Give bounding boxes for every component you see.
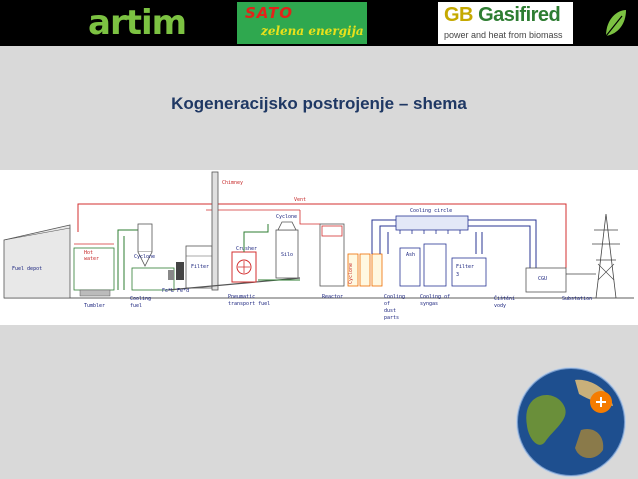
filter-1: Filter — [186, 246, 212, 288]
gb-logo-initials: GB — [444, 4, 473, 26]
gb-gasifired-logo: GB Gasifired power and heat from biomass — [438, 2, 573, 44]
label-cooling-of-syngas: Cooling of — [420, 294, 450, 300]
substation-pylon: Substation — [562, 214, 620, 302]
label-pneumatic: Pneumatic — [228, 294, 255, 300]
label-vody: vody — [494, 303, 506, 309]
label-cyclone-1: Cyclone — [134, 254, 155, 260]
slide-title: Kogeneracijsko postrojenje – shema — [0, 94, 638, 114]
tumbler-unit: Hot water Tumbler — [74, 244, 114, 309]
label-cyclone-vertical: Cyclone — [348, 263, 354, 284]
label-cooling-dust-of: of — [384, 301, 390, 307]
earth-globe-icon — [505, 360, 630, 479]
fuel-depot-shed: Fuel depot — [4, 225, 70, 298]
artim-logo: artim — [88, 4, 178, 42]
label-transport-fuel: transport fuel — [228, 301, 270, 307]
label-cooling-dust-dust: dust — [384, 308, 396, 314]
cgu-unit: CGU — [526, 268, 566, 292]
gb-logo-name: GB Gasifired — [444, 4, 560, 27]
leaf-mark-icon — [600, 6, 630, 40]
label-cgu: CGU — [538, 276, 547, 282]
label-fuel-depot: Fuel depot — [12, 266, 42, 272]
gb-logo-tagline: power and heat from biomass — [444, 30, 563, 40]
label-filter-3-num: 3 — [456, 272, 459, 278]
label-syngas: syngas — [420, 301, 438, 307]
sato-logo: SATO zelena energija — [237, 2, 367, 44]
label-chimney: Chimney — [222, 180, 243, 186]
label-tumbler: Tumbler — [84, 303, 105, 309]
header-logo-bar: artim SATO zelena energija GB Gasifired … — [0, 0, 638, 46]
label-ash: Ash — [406, 252, 415, 258]
label-cooling-dust-parts: parts — [384, 315, 399, 321]
label-crusher: Crusher — [236, 246, 257, 252]
process-flow-schematic: Fuel depot Vent Hot water Tumbler Cyclon… — [0, 170, 638, 325]
sato-logo-tagline: zelena energija — [261, 24, 364, 38]
sato-logo-name: SATO — [245, 4, 293, 22]
label-silo: Silo — [281, 252, 293, 258]
silo: Cyclone Silo — [276, 214, 298, 278]
filter-3: Filter 3 — [452, 258, 486, 286]
gb-logo-word: Gasifired — [478, 4, 560, 26]
label-cooling: Cooling — [130, 296, 151, 302]
label-substation: Substation — [562, 296, 592, 302]
label-water: water — [84, 256, 99, 262]
label-cooling-dust: Cooling — [384, 294, 405, 300]
label-vent: Vent — [294, 197, 306, 203]
label-cleaning: Čištění — [494, 295, 515, 302]
label-cyclone-2: Cyclone — [276, 214, 297, 220]
heat-exchanger-bank: Cyclone — [348, 254, 382, 286]
cogeneration-plant-diagram: Fuel depot Vent Hot water Tumbler Cyclon… — [0, 170, 638, 325]
label-cooling-circle: Cooling circle — [410, 208, 452, 214]
label-fuel: fuel — [130, 303, 142, 309]
reactor: Reactor — [320, 224, 344, 300]
label-filter-1: Filter — [191, 264, 209, 270]
cooling-circle: Cooling circle — [396, 208, 468, 234]
label-reactor: Reactor — [322, 294, 343, 300]
label-feed: Fe*L Fe*d — [162, 288, 189, 294]
label-filter-3: Filter — [456, 264, 474, 270]
